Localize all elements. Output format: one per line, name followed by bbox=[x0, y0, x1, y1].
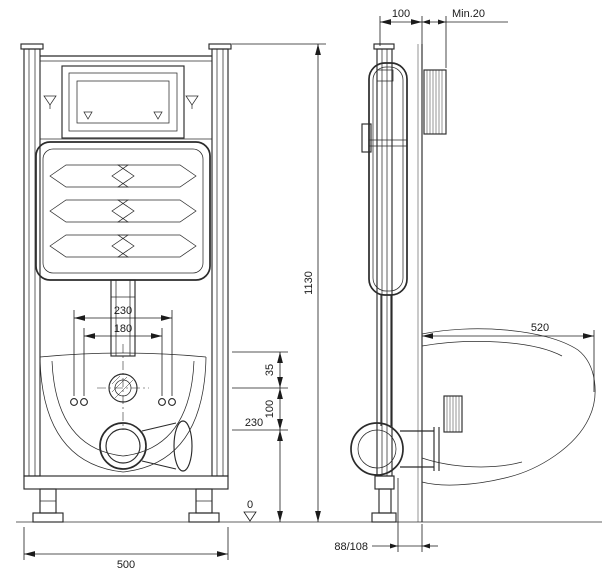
flush-pipe-side bbox=[380, 295, 392, 426]
frame-rails bbox=[20, 43, 232, 477]
dim-bolt-outer-label: 230 bbox=[114, 305, 132, 317]
frame-base bbox=[23, 475, 229, 523]
dim-outlet-height-label: 230 bbox=[245, 417, 263, 429]
cistern bbox=[35, 141, 211, 281]
water-level-symbols bbox=[43, 95, 199, 109]
dim-min-cover-label: Min.20 bbox=[452, 8, 485, 20]
bowl-outline-front bbox=[39, 352, 207, 473]
datum-zero-label: 0 bbox=[247, 499, 253, 511]
dim-frame-width-label: 500 bbox=[117, 559, 135, 571]
dimension-outlet-offset: 88/108 bbox=[334, 478, 438, 553]
dimension-frame-depth: 100 Min.20 bbox=[379, 8, 508, 68]
dim-frame-height-label: 1130 bbox=[303, 271, 315, 295]
dimension-bowl-projection: 520 bbox=[422, 322, 595, 392]
water-supply-connection bbox=[97, 344, 149, 430]
side-frame bbox=[371, 43, 397, 523]
flush-plate-duct bbox=[423, 69, 447, 135]
dim-bolt-inner-label: 180 bbox=[114, 323, 132, 335]
dim-outlet-offset-label: 88/108 bbox=[334, 541, 368, 553]
dimension-frame-width: 500 bbox=[23, 527, 229, 571]
dim-frame-depth-label: 100 bbox=[392, 8, 410, 20]
dim-supply-height-label: 100 bbox=[264, 400, 276, 418]
flush-plate-box bbox=[61, 65, 185, 139]
cistern-insulation-pattern bbox=[49, 164, 197, 258]
dimension-bolt-spacing: 230 180 bbox=[73, 305, 173, 396]
datum-triangle-icon bbox=[243, 511, 257, 522]
dimension-frame-height: 1130 bbox=[232, 43, 326, 522]
outlet-connector bbox=[443, 395, 463, 433]
outlet-bend-side bbox=[350, 422, 440, 476]
dimension-right-stack: 35 100 230 bbox=[232, 351, 288, 522]
dim-supply-offset-label: 35 bbox=[264, 364, 276, 376]
datum-zero: 0 bbox=[243, 499, 257, 522]
fixing-holes bbox=[70, 398, 176, 406]
side-view bbox=[350, 43, 596, 523]
dim-bowl-projection-label: 520 bbox=[531, 322, 549, 334]
front-view bbox=[20, 43, 232, 523]
outlet-front bbox=[99, 420, 193, 472]
cistern-side bbox=[361, 62, 408, 296]
bowl-outline-side bbox=[421, 328, 596, 486]
